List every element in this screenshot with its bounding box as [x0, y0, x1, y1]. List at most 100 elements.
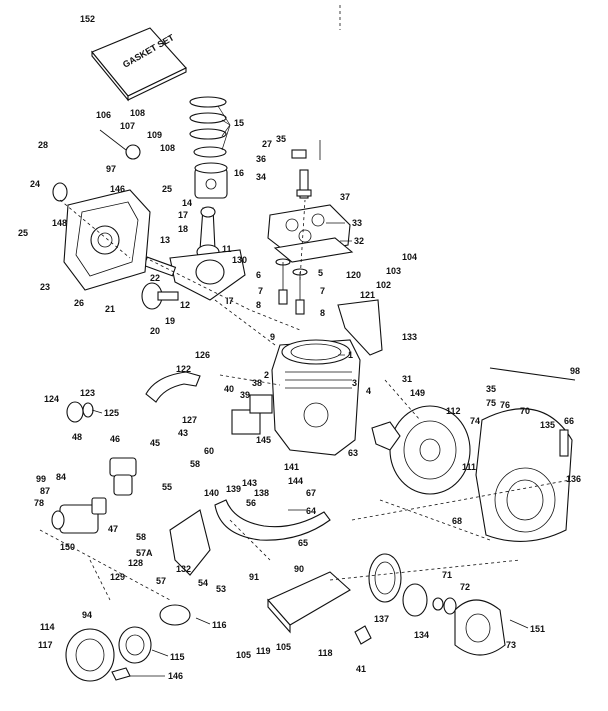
label-151: 151 [530, 624, 545, 634]
label-144: 144 [288, 476, 303, 486]
label-31: 31 [402, 374, 412, 384]
label-140: 140 [204, 488, 219, 498]
label-137: 137 [374, 614, 389, 624]
label-135: 135 [540, 420, 555, 430]
label-37: 37 [340, 192, 350, 202]
label-63: 63 [348, 448, 358, 458]
breather-plate [337, 299, 383, 356]
label-105a: 105 [236, 650, 251, 660]
label-8a: 8 [256, 300, 261, 310]
label-19: 19 [165, 316, 175, 326]
label-40: 40 [224, 384, 234, 394]
label-65: 65 [298, 538, 308, 548]
oil-seal [52, 182, 68, 202]
control-bracket [169, 509, 211, 576]
governor-gear [99, 129, 141, 160]
label-46: 46 [110, 434, 120, 444]
valves [275, 258, 308, 315]
starter-housing [454, 599, 506, 656]
label-36: 36 [256, 154, 266, 164]
cylinder-block [271, 339, 361, 456]
label-97: 97 [106, 164, 116, 174]
label-122: 122 [176, 364, 191, 374]
label-115: 115 [170, 652, 185, 662]
label-24: 24 [30, 179, 40, 189]
label-11: 11 [222, 244, 232, 254]
head-gasket [273, 237, 354, 263]
label-134: 134 [414, 630, 429, 640]
piston-rings [189, 96, 227, 158]
label-12: 12 [180, 300, 190, 310]
label-125: 125 [104, 408, 119, 418]
label-146b: 146 [168, 671, 183, 681]
label-2: 2 [264, 370, 269, 380]
label-9: 9 [270, 332, 275, 342]
part-41 [354, 625, 372, 645]
label-129: 129 [110, 572, 125, 582]
label-71: 71 [442, 570, 452, 580]
label-116: 116 [212, 620, 227, 630]
label-78: 78 [34, 498, 44, 508]
label-7c: 7 [320, 286, 325, 296]
bracket-66 [559, 429, 569, 457]
label-25a: 25 [162, 184, 172, 194]
carburetor [51, 497, 107, 534]
label-57A: 57A [136, 548, 153, 558]
label-32: 32 [354, 236, 364, 246]
label-94: 94 [82, 610, 92, 620]
label-35b: 35 [486, 384, 496, 394]
air-filter [65, 628, 115, 682]
label-103: 103 [386, 266, 401, 276]
label-54: 54 [198, 578, 208, 588]
label-27: 27 [262, 139, 272, 149]
label-104: 104 [402, 252, 417, 262]
piston [194, 162, 228, 199]
label-76: 76 [500, 400, 510, 410]
blower-housing [475, 408, 573, 542]
spark-plug [296, 169, 312, 199]
label-114: 114 [40, 622, 55, 632]
label-48: 48 [72, 432, 82, 442]
label-66: 66 [564, 416, 574, 426]
label-16: 16 [234, 168, 244, 178]
label-132: 132 [176, 564, 191, 574]
label-5: 5 [318, 268, 323, 278]
breather-tube [145, 371, 201, 403]
leader-lines [91, 105, 529, 677]
flywheel [389, 405, 471, 495]
label-15: 15 [234, 118, 244, 128]
label-143: 143 [242, 478, 257, 488]
rewind-drum [368, 553, 402, 603]
label-149: 149 [410, 388, 425, 398]
label-91: 91 [249, 572, 259, 582]
label-41: 41 [356, 664, 366, 674]
label-102: 102 [376, 280, 391, 290]
label-118: 118 [318, 648, 333, 658]
label-84: 84 [56, 472, 66, 482]
label-20: 20 [150, 326, 160, 336]
label-106: 106 [96, 110, 111, 120]
label-75: 75 [486, 398, 496, 408]
label-73: 73 [506, 640, 516, 650]
gasket-set-box: GASKET SET [91, 27, 187, 102]
label-138: 138 [254, 488, 269, 498]
label-55: 55 [162, 482, 172, 492]
label-57: 57 [156, 576, 166, 586]
label-150: 150 [60, 542, 75, 552]
breather-assembly [231, 394, 273, 435]
label-121: 121 [360, 290, 375, 300]
label-117: 117 [38, 640, 53, 650]
cam-gear [141, 282, 179, 310]
clamp-116 [159, 604, 191, 626]
label-112: 112 [446, 406, 461, 416]
label-56: 56 [246, 498, 256, 508]
label-70: 70 [520, 406, 530, 416]
label-152: 152 [80, 14, 95, 24]
nut-72 [443, 597, 457, 615]
label-111: 111 [462, 462, 476, 472]
muffler-guard [267, 571, 351, 634]
label-17: 17 [178, 210, 188, 220]
label-47: 47 [108, 524, 118, 534]
label-120: 120 [346, 270, 361, 280]
